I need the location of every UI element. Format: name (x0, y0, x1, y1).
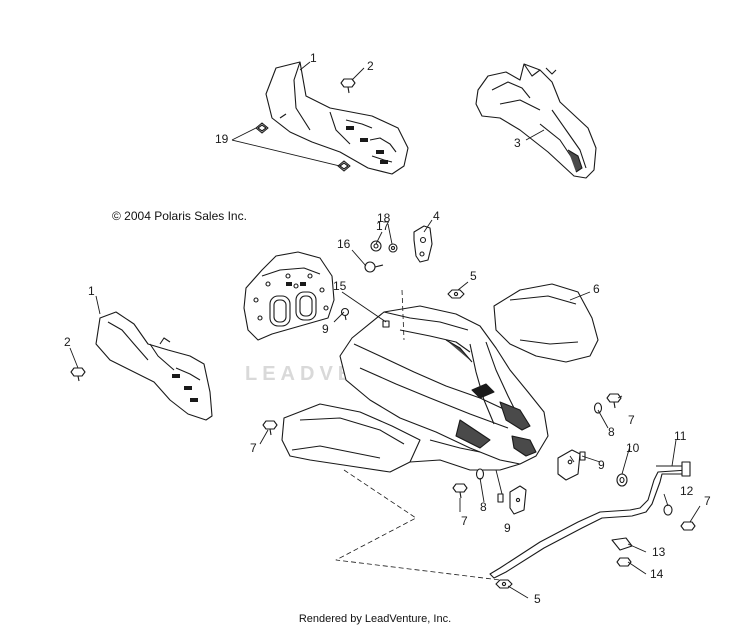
callout-10: 10 (626, 441, 640, 455)
foam-pads (255, 122, 351, 172)
callout-1-top: 1 (310, 51, 317, 65)
dash-plate (243, 251, 335, 341)
hardware-right (262, 289, 696, 589)
bracket-4 (413, 225, 433, 263)
callout-14: 14 (650, 567, 664, 581)
callout-7-fender: 7 (250, 441, 257, 455)
callout-2-left: 2 (64, 335, 71, 349)
callout-7-lower: 7 (461, 514, 468, 528)
footer-credit: Rendered by LeadVenture, Inc. (298, 613, 452, 625)
callout-19: 19 (215, 132, 229, 146)
callout-13: 13 (652, 545, 666, 559)
callout-6: 6 (593, 282, 600, 296)
front-cab-body (281, 283, 599, 473)
bolt-top (340, 78, 356, 94)
callout-7-lower-right: 7 (704, 494, 711, 508)
callout-18: 18 (377, 211, 391, 225)
hardware-upper (364, 240, 398, 273)
callout-4: 4 (433, 209, 440, 223)
side-panel-top (265, 61, 409, 175)
callout-9-right: 9 (598, 458, 605, 472)
callout-7-upper-right: 7 (628, 413, 635, 427)
callout-3: 3 (514, 136, 521, 150)
callout-5-lower: 5 (534, 592, 541, 606)
callout-8-lower: 8 (480, 500, 487, 514)
callout-9-dash: 9 (322, 322, 329, 336)
support-rod (489, 461, 691, 579)
callout-5-top: 5 (470, 269, 477, 283)
callout-1-left: 1 (88, 284, 95, 298)
copyright-text: © 2004 Polaris Sales Inc. (112, 209, 247, 223)
callout-2-top: 2 (367, 59, 374, 73)
side-panel-left (95, 311, 213, 421)
callout-17: 17 (376, 219, 390, 233)
front-cover (475, 63, 597, 179)
assembly-dashed-lines (335, 289, 501, 581)
callout-labels: 1 2 19 3 17 18 4 16 5 6 15 9 1 2 7 7 8 1… (64, 51, 711, 606)
callout-11: 11 (674, 429, 687, 443)
callout-15: 15 (333, 279, 347, 293)
callout-9-lower: 9 (504, 521, 511, 535)
callout-16: 16 (337, 237, 351, 251)
leader-lines (69, 61, 701, 599)
callout-8-upper: 8 (608, 425, 615, 439)
bolt-left (70, 367, 86, 382)
callout-12: 12 (680, 484, 694, 498)
